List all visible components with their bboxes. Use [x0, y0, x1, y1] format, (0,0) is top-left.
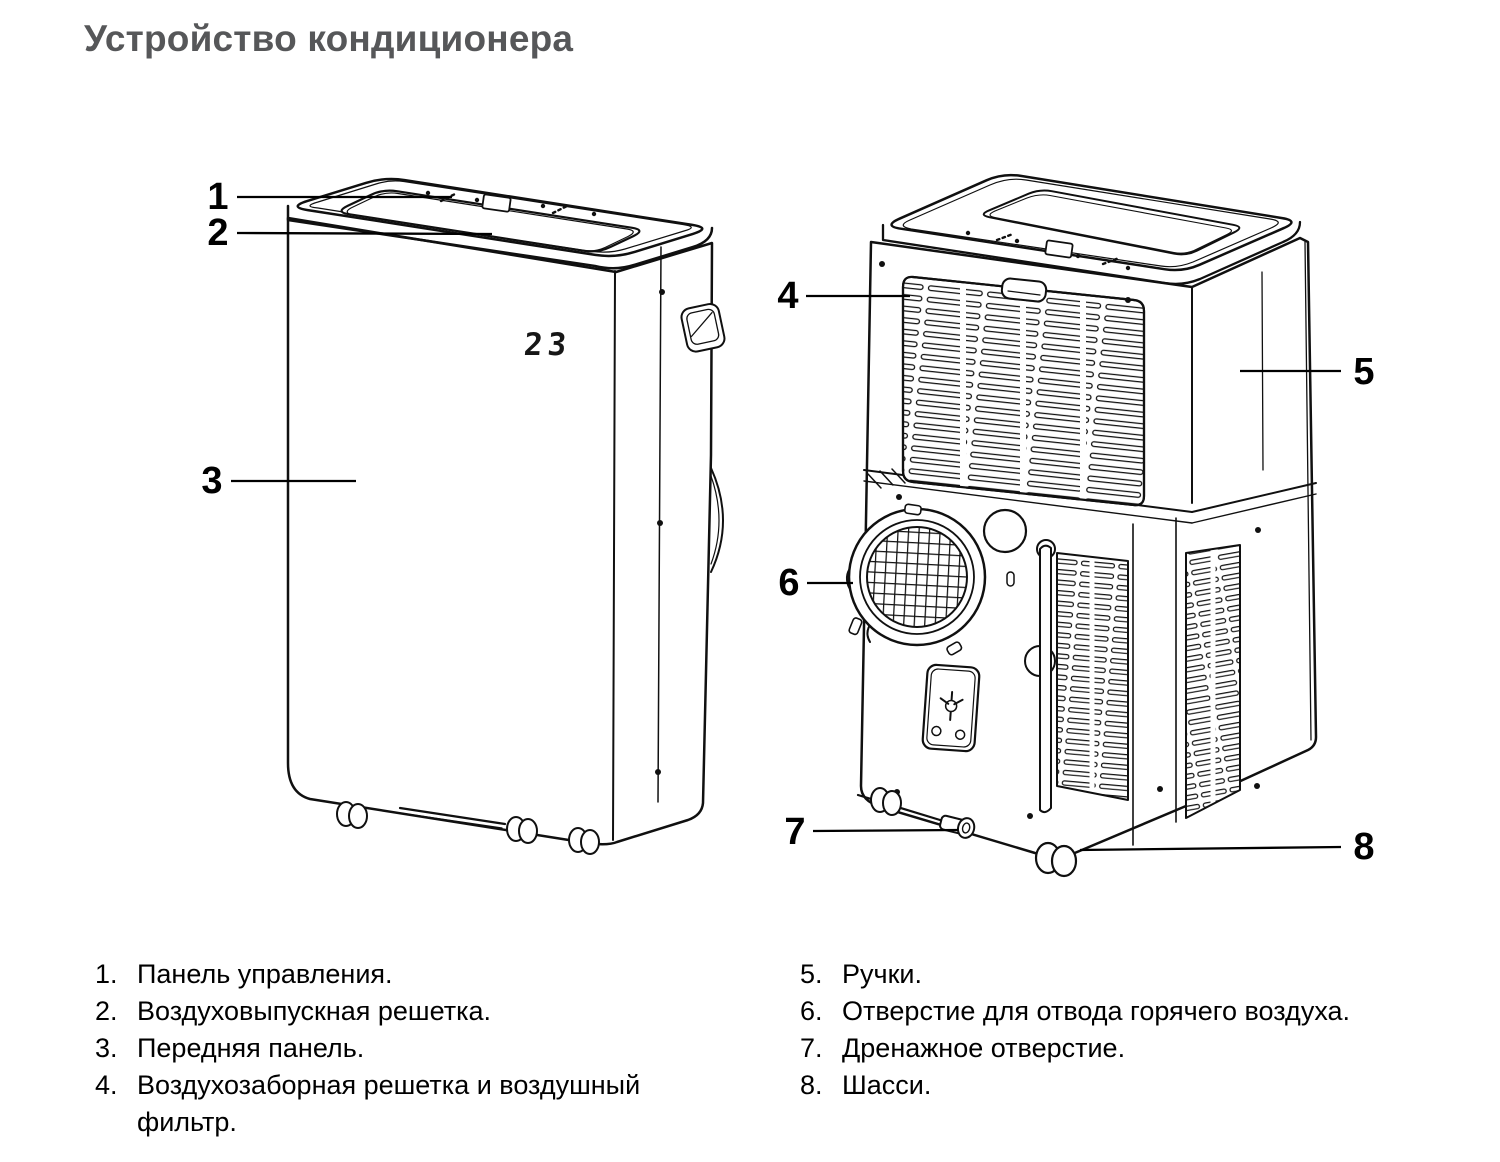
legend-item-text: Панель управления. — [137, 959, 393, 989]
legend-item: 6. Отверстие для отвода горячего воздуха… — [800, 993, 1460, 1030]
legend-item: 1. Панель управления. — [95, 956, 715, 993]
callout-6: 6 — [778, 562, 800, 604]
legend-column-left: 1. Панель управления. 2. Воздуховыпускна… — [95, 956, 715, 1141]
side-louvers — [1185, 544, 1241, 819]
rear-lower-louvers — [1056, 552, 1129, 801]
legend-item: 4. Воздухозаборная решетка и воздушный ф… — [95, 1067, 715, 1141]
legend-item-number: 1. — [95, 959, 118, 989]
callout-5: 5 — [1353, 351, 1375, 393]
legend-item-text: Воздуховыпускная решетка. — [137, 996, 492, 1026]
legend-column-right: 5. Ручки. 6. Отверстие для отвода горяче… — [800, 956, 1460, 1104]
front-unit-body — [286, 216, 714, 846]
front-top-cap — [286, 177, 714, 270]
legend-item-number: 2. — [95, 996, 118, 1026]
legend-item: 7. Дренажное отверстие. — [800, 1030, 1460, 1067]
front-unit-drawing — [286, 177, 726, 855]
control-panel — [425, 190, 597, 217]
legend-item-text: Передняя панель. — [137, 1033, 365, 1063]
back-top-cap — [881, 173, 1302, 286]
callout-3: 3 — [201, 460, 223, 502]
side-handle — [680, 302, 726, 353]
legend-item-text: Воздухозаборная решетка и воздушный филь… — [137, 1070, 641, 1137]
leader-lines — [231, 195, 1342, 852]
page-title: Устройство кондиционера — [84, 18, 574, 59]
legend-item-number: 7. — [800, 1033, 823, 1063]
legend-item: 2. Воздуховыпускная решетка. — [95, 993, 715, 1030]
legend-item: 3. Передняя панель. — [95, 1030, 715, 1067]
legend-item: 8. Шасси. — [800, 1067, 1460, 1104]
legend-item-number: 5. — [800, 959, 823, 989]
legend-item-text: Шасси. — [842, 1070, 932, 1100]
temperature-display: 23 — [522, 327, 573, 363]
exhaust-vent — [845, 503, 987, 656]
legend-item-text: Дренажное отверстие. — [842, 1033, 1126, 1063]
callout-8: 8 — [1353, 826, 1375, 868]
back-unit-drawing — [845, 173, 1318, 878]
callout-4: 4 — [777, 275, 799, 317]
air-outlet-grille — [340, 189, 641, 253]
legend-item: 5. Ручки. — [800, 956, 1460, 993]
callout-7: 7 — [784, 811, 806, 853]
front-casters — [336, 801, 600, 855]
chassis-casters — [870, 787, 1078, 878]
legend-item-number: 3. — [95, 1033, 118, 1063]
callout-1: 1 — [207, 176, 229, 218]
rating-plate — [921, 663, 981, 753]
legend-item-number: 6. — [800, 996, 823, 1026]
legend-item-number: 8. — [800, 1070, 823, 1100]
control-panel-rear-view — [965, 230, 1131, 271]
callout-2: 2 — [207, 212, 229, 254]
cord-channel — [1024, 539, 1056, 814]
air-intake-grille — [901, 275, 1146, 507]
legend-item-text: Ручки. — [842, 959, 922, 989]
legend-item-text: Отверстие для отвода горячего воздуха. — [842, 996, 1351, 1026]
legend-item-number: 4. — [95, 1070, 118, 1100]
